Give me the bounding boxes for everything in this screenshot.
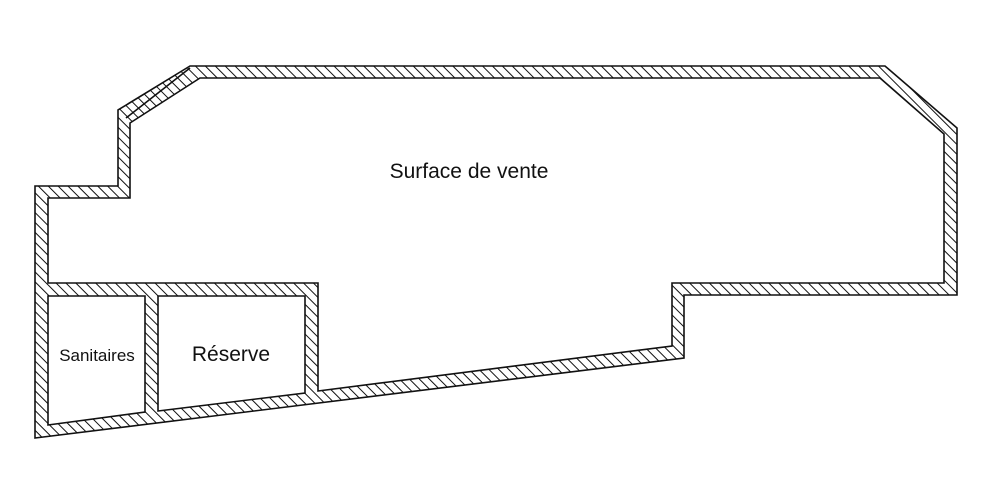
corner-wall-line bbox=[125, 67, 191, 119]
room-label-reserve: Réserve bbox=[192, 343, 270, 366]
room-label-surface-de-vente: Surface de vente bbox=[390, 160, 549, 183]
walls bbox=[34, 65, 958, 439]
room-label-sanitaires: Sanitaires bbox=[59, 346, 135, 365]
